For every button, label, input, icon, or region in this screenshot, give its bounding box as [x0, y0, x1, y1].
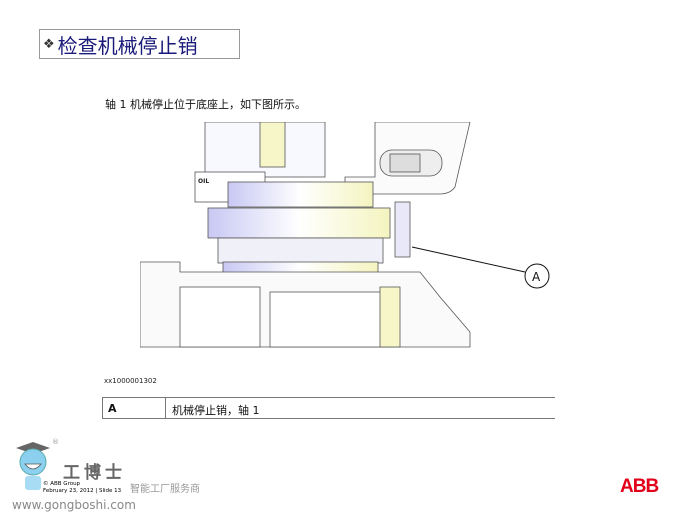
- copyright: © ABB Group: [43, 481, 81, 487]
- watermark-tagline: 智能工厂服务商: [130, 484, 200, 495]
- robot-base-figure: OIL A: [140, 122, 550, 348]
- watermark-name: 工博士: [63, 463, 126, 483]
- oil-label: OIL: [198, 178, 209, 185]
- intro-text: 轴 1 机械停止位于底座上，如下图所示。: [105, 98, 306, 111]
- bullet-icon: ❖: [43, 36, 55, 52]
- registered-mark: ®: [52, 438, 59, 446]
- legend-table: A 机械停止销，轴 1: [102, 397, 555, 419]
- legend-description: 机械停止销，轴 1: [172, 404, 260, 417]
- watermark-url: www.gongboshi.com: [12, 498, 136, 512]
- callout-a: A: [532, 270, 541, 284]
- mascot-logo-icon: [16, 442, 50, 490]
- slide-footer: © ABB Group February 23, 2012 | Slide 13: [43, 481, 121, 495]
- slide-date: February 23, 2012 | Slide 13: [43, 488, 122, 494]
- figure-id: xx1000001302: [104, 377, 157, 385]
- abb-logo: ABB: [620, 476, 659, 497]
- slide-title: ❖ 检查机械停止销: [39, 29, 240, 59]
- slide-title-text: 检查机械停止销: [57, 33, 198, 58]
- legend-key: A: [103, 398, 166, 418]
